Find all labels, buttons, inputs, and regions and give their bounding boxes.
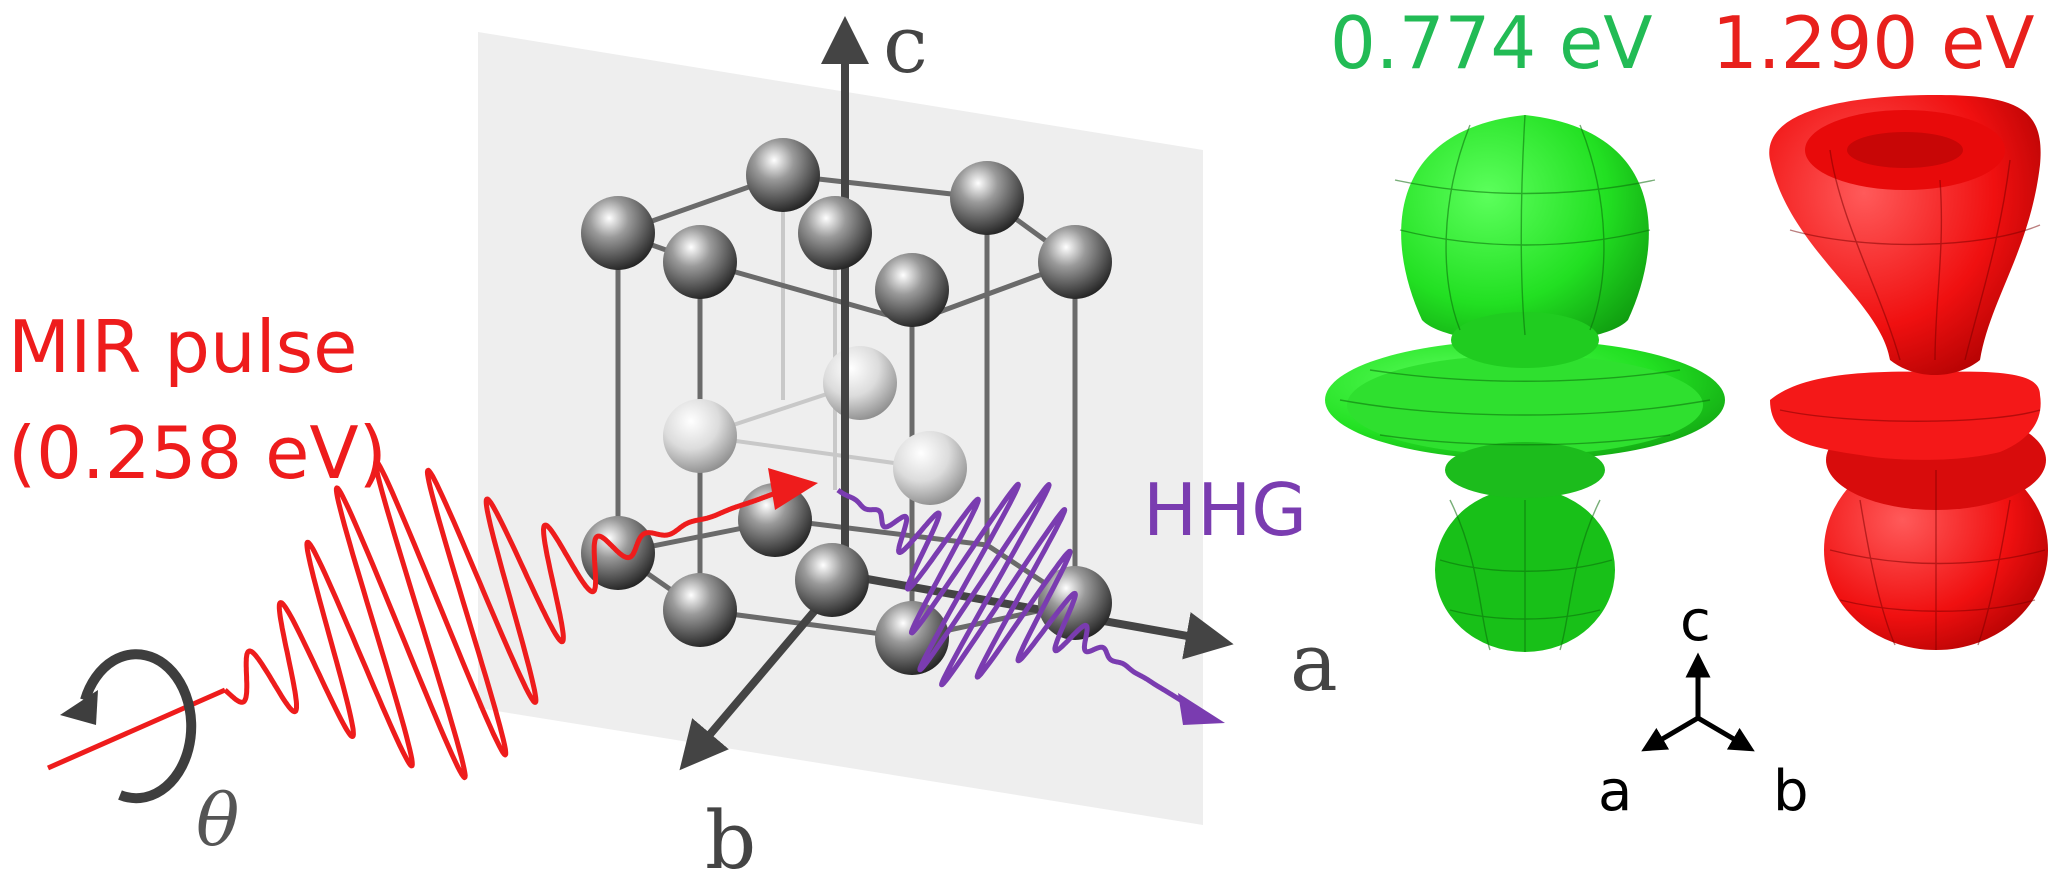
green-orbital-surface [1325,114,1725,652]
ac-plane [478,32,1203,825]
atom [581,196,655,270]
mir-arrowhead [768,468,818,510]
hhg-wave [835,481,1203,715]
theta-label: θ [196,778,239,862]
rotation-arrow-icon [60,649,197,804]
atom [893,431,967,505]
atom [1038,225,1112,299]
axis-c-label: c [883,0,928,91]
mir-pulse-wave [223,459,792,781]
atom [875,253,949,327]
mir-pulse-tail [46,687,227,771]
mini-axis-c-label: c [1680,589,1711,654]
atom [823,346,897,420]
hhg-arrowhead [1178,693,1225,725]
atom [663,573,737,647]
lattice-atoms [581,138,1112,675]
mir-pulse-energy-label: (0.258 eV) [8,411,387,495]
atom [950,161,1024,235]
atom [663,399,737,473]
mini-axis-b-label: b [1773,759,1809,824]
mini-axes-indicator [1641,652,1755,752]
axis-b-label: b [705,794,756,875]
hhg-label: HHG [1143,468,1307,552]
mir-pulse-label: MIR pulse [8,305,357,389]
axis-a-label: a [1290,616,1338,709]
energy-green-label: 0.774 eV [1330,1,1653,85]
atom [746,138,820,212]
atom [795,543,869,617]
atom [663,225,737,299]
mini-axis-a-label: a [1598,759,1632,824]
atom [798,196,872,270]
red-orbital-surface [1769,95,2048,650]
energy-red-label: 1.290 eV [1712,1,2035,85]
